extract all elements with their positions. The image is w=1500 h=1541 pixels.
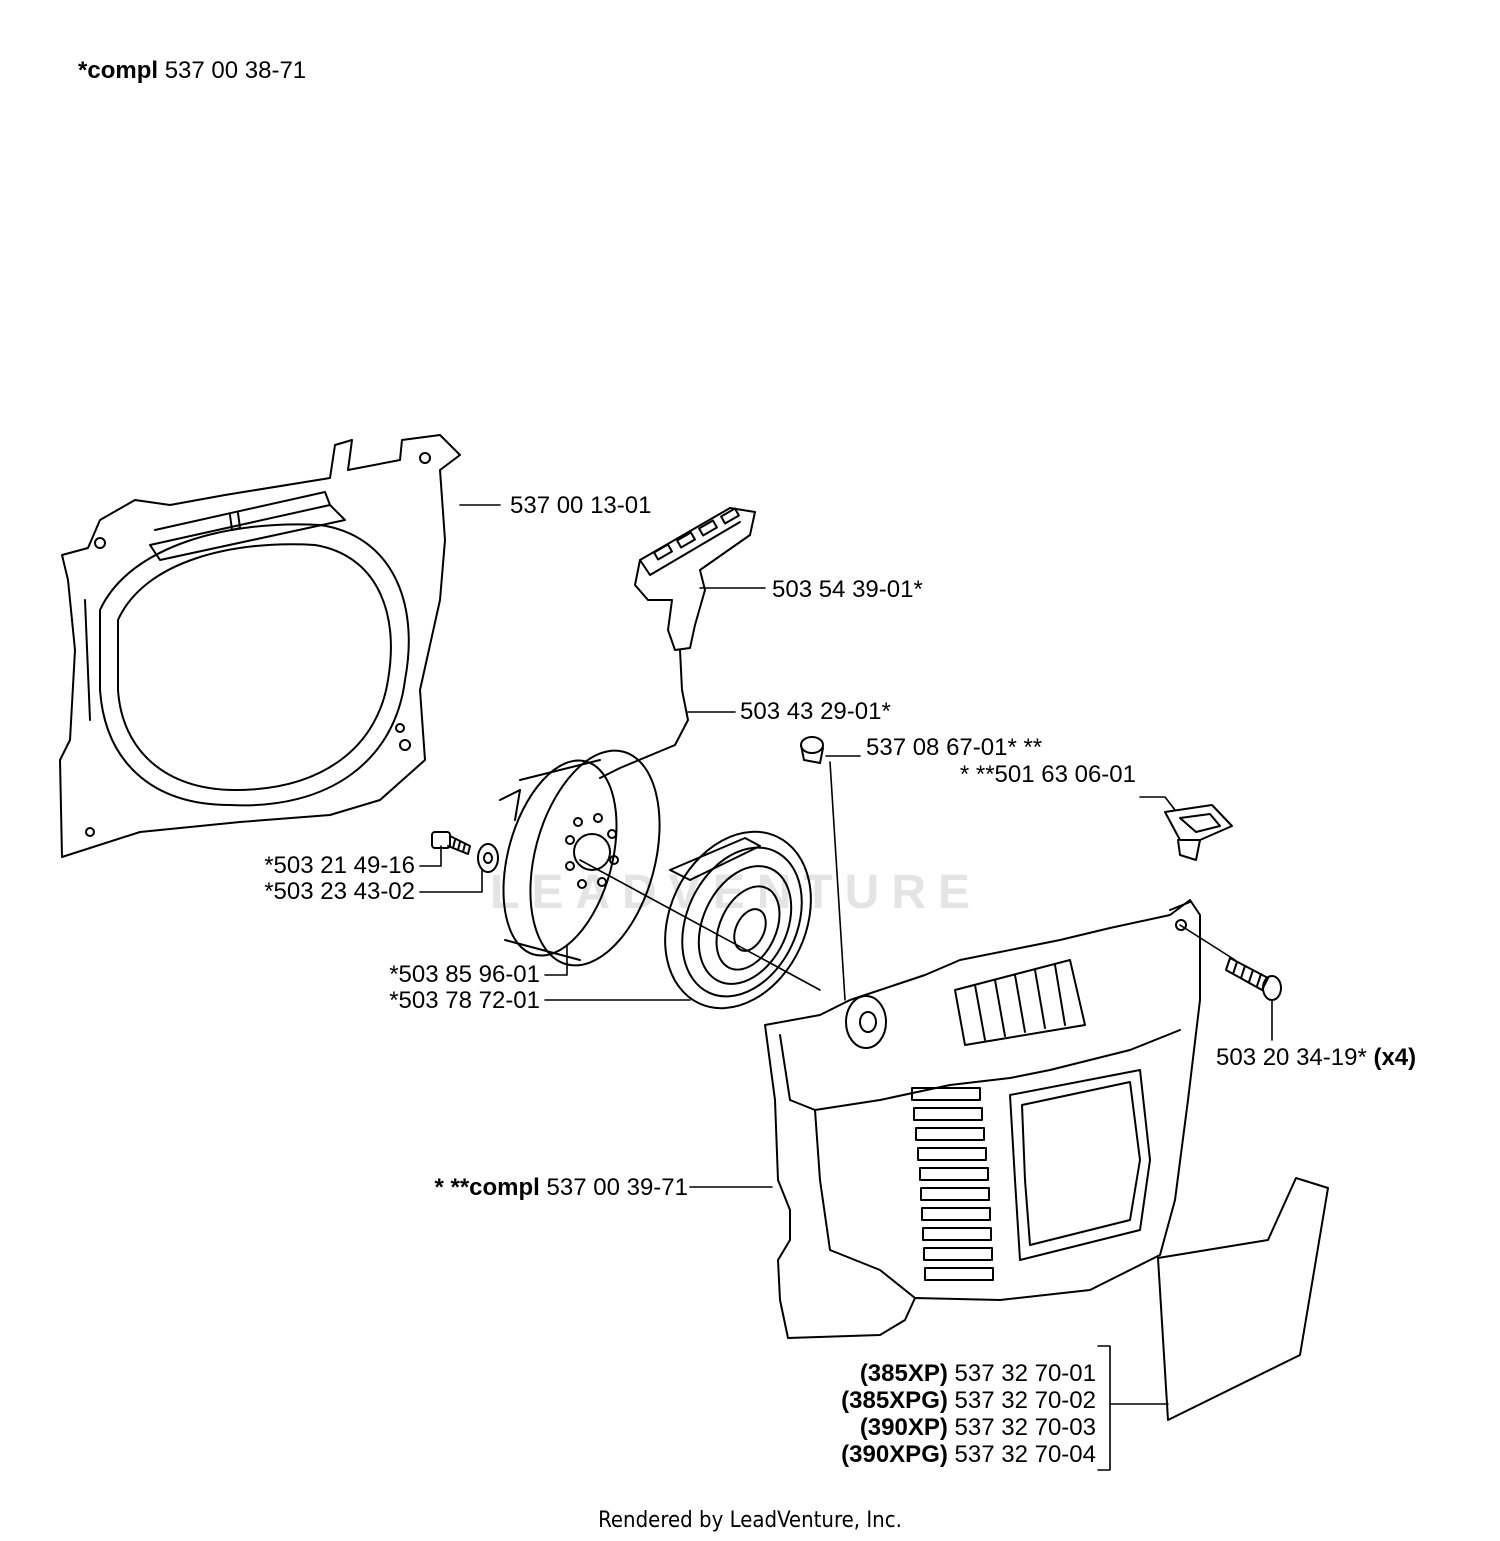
footer-credit: Rendered by LeadVenture, Inc. [598,1508,902,1533]
cover-screw-part [1225,957,1282,1001]
decal-row: (385XP) 537 32 70-01 [780,1361,1096,1387]
fan-housing-part [59,434,461,858]
rope-pulley-part [499,749,661,967]
decal-model: (385XP) [859,1360,948,1387]
decal-part-number: 537 32 70-03 [954,1414,1096,1441]
cover-screw-qty: (x4) [1373,1044,1417,1071]
decal-model: (390XP) [859,1414,948,1441]
decal-part-number: 537 32 70-04 [954,1441,1096,1468]
decal-part-number: 537 32 70-02 [954,1387,1096,1414]
decal-row: (390XP) 537 32 70-03 [780,1415,1096,1441]
grommet-part [1164,804,1233,861]
assembly-prefix: *compl [78,57,159,84]
label-washer: *503 23 43-02 [264,878,415,905]
label-fan-housing: 537 00 13-01 [510,492,652,519]
label-bushing: 537 08 67-01* ** [866,734,1043,761]
decal-model: (390XPG) [841,1441,948,1468]
cover-number: 537 00 39-71 [546,1174,688,1201]
assembly-number: 537 00 38-71 [164,57,307,84]
decal-model: (385XPG) [841,1387,948,1414]
label-starter-handle: 503 54 39-01* [772,576,923,603]
decal-part-number: 537 32 70-01 [954,1360,1096,1387]
washer-part [477,843,499,873]
label-small-screw: *503 21 49-16 [264,852,415,879]
decal-row: (385XPG) 537 32 70-02 [780,1388,1096,1414]
label-starter-rope: 503 43 29-01* [740,698,891,725]
label-grommet: * **501 63 06-01 [959,761,1136,788]
bushing-part [800,736,824,764]
label-recoil-spring: *503 78 72-01 [389,987,540,1014]
assembly-header: *compl 537 00 38-71 [78,58,306,84]
small-screw-part [431,831,471,855]
label-cover-screw: 503 20 34-19* (x4) [1216,1045,1416,1071]
starter-handle-part [599,507,756,779]
assembly-axis-line [579,859,821,991]
watermark: LEADVENTURE [490,866,983,919]
label-rope-pulley: *503 85 96-01 [389,961,540,988]
decal-part [1157,1177,1329,1421]
leader-lines [419,504,1273,1471]
decal-row: (390XPG) 537 32 70-04 [780,1442,1096,1468]
cover-screw-number: 503 20 34-19* [1216,1044,1367,1071]
label-starter-cover: * **compl 537 00 39-71 [380,1175,688,1201]
starter-cover-part [764,899,1201,1339]
cover-prefix: * **compl [434,1174,540,1201]
recoil-spring-part [664,830,812,1010]
